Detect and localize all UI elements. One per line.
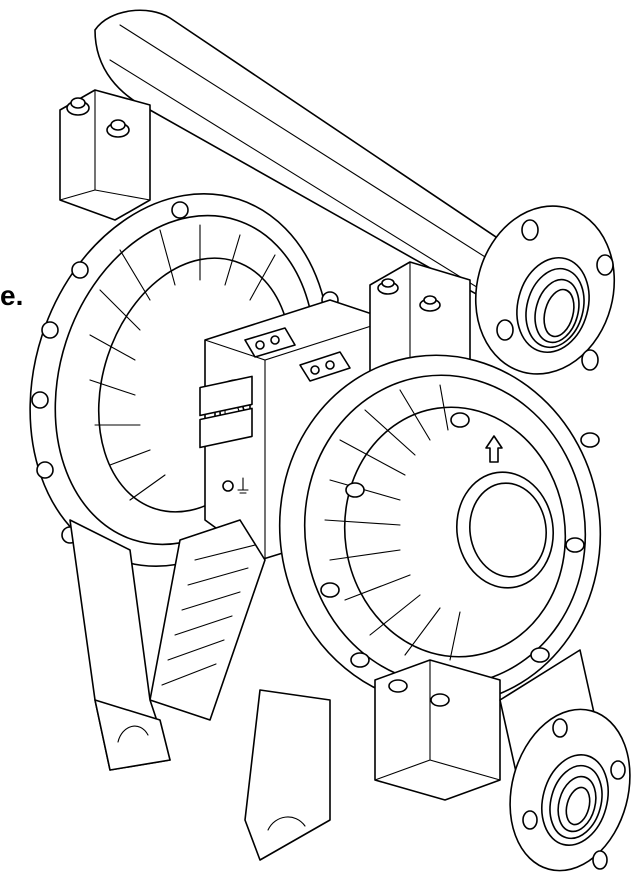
outlet-flange: [474, 205, 616, 375]
flow-arrow-icon: [485, 435, 503, 463]
bottom-manifold: [374, 649, 631, 872]
bolt-icon: [377, 278, 399, 295]
top-right-outlet: [369, 205, 616, 401]
inlet-flange: [509, 708, 631, 872]
bolt-hole-icon: [496, 319, 514, 341]
bolt-hole-icon: [596, 254, 614, 276]
bolt-icon: [325, 360, 335, 370]
left-foot: [69, 519, 171, 771]
bolt-hole-icon: [522, 810, 538, 830]
bolt-icon: [270, 335, 280, 345]
bolt-hole-icon: [581, 349, 599, 371]
cropped-text-fragment: e.: [0, 280, 24, 311]
bolt-icon: [580, 432, 600, 448]
bolt-icon: [345, 482, 365, 498]
bolt-hole-icon: [610, 760, 626, 780]
bolt-icon: [36, 461, 54, 479]
bolt-icon: [350, 652, 370, 668]
right-foot: [244, 689, 331, 861]
bolt-icon: [106, 119, 130, 138]
bolt-icon: [71, 261, 89, 279]
bolt-hole-icon: [552, 718, 568, 738]
bolt-icon: [310, 365, 320, 375]
bolt-icon: [450, 412, 470, 428]
bolt-icon: [66, 97, 90, 116]
bolt-icon: [41, 321, 59, 339]
top-manifold: [59, 9, 561, 331]
bolt-icon: [530, 647, 550, 663]
bolt-icon: [430, 693, 450, 707]
bolt-icon: [255, 340, 265, 350]
bolt-icon: [320, 582, 340, 598]
bolt-hole-icon: [521, 219, 539, 241]
muffler: [149, 519, 266, 721]
bolt-icon: [419, 295, 441, 312]
right-diaphragm-housing: [278, 354, 602, 706]
bolt-hole-icon: [592, 850, 608, 870]
bolt-icon: [565, 537, 585, 553]
bolt-icon: [171, 201, 189, 219]
bolt-icon: [388, 679, 408, 693]
warning-ground-icon: [222, 477, 249, 494]
bolt-icon: [31, 391, 49, 409]
